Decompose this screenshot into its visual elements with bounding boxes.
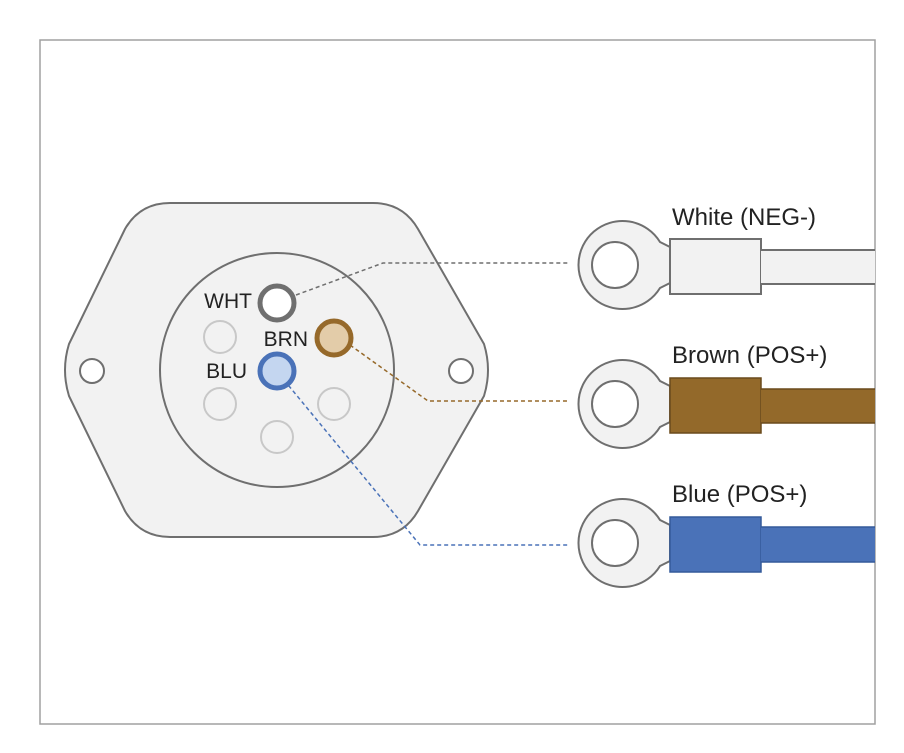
- ring-terminal-brown: [577, 359, 875, 449]
- unused-pin: [203, 320, 237, 354]
- pin-wht: [257, 283, 297, 323]
- crimp-sleeve: [669, 377, 762, 434]
- ring-terminal-blue: [577, 498, 875, 588]
- crimp-sleeve: [669, 516, 762, 573]
- wire-label-white: White (NEG-): [672, 204, 816, 231]
- pin-brn: [314, 318, 354, 358]
- wire-cable: [761, 249, 875, 285]
- crimp-sleeve: [669, 238, 762, 295]
- wire-cable: [761, 527, 875, 562]
- pin-label-brn: BRN: [264, 328, 308, 351]
- wire-cable-edge: [761, 388, 875, 424]
- wire-label-brown: Brown (POS+): [672, 342, 827, 369]
- ring-terminal-white: [577, 220, 875, 310]
- wire-cable-fill: [761, 251, 875, 283]
- leader-line-white: [295, 262, 568, 296]
- wire-cable: [761, 389, 875, 423]
- pin-label-wht: WHT: [204, 290, 252, 313]
- wire-label-blue: Blue (POS+): [672, 481, 807, 508]
- pin-label-blu: BLU: [206, 360, 247, 383]
- ring-hole: [591, 241, 639, 289]
- ring-hole: [591, 380, 639, 428]
- wire-cable-edge: [761, 526, 875, 563]
- leader-line-brown: [349, 344, 568, 402]
- pin-blu: [257, 351, 297, 391]
- ring-hole: [591, 519, 639, 567]
- leader-line-blue: [283, 379, 568, 546]
- mount-hole-right: [448, 358, 474, 384]
- unused-pin: [260, 420, 294, 454]
- unused-pin: [317, 387, 351, 421]
- unused-pin: [203, 387, 237, 421]
- mount-hole-left: [79, 358, 105, 384]
